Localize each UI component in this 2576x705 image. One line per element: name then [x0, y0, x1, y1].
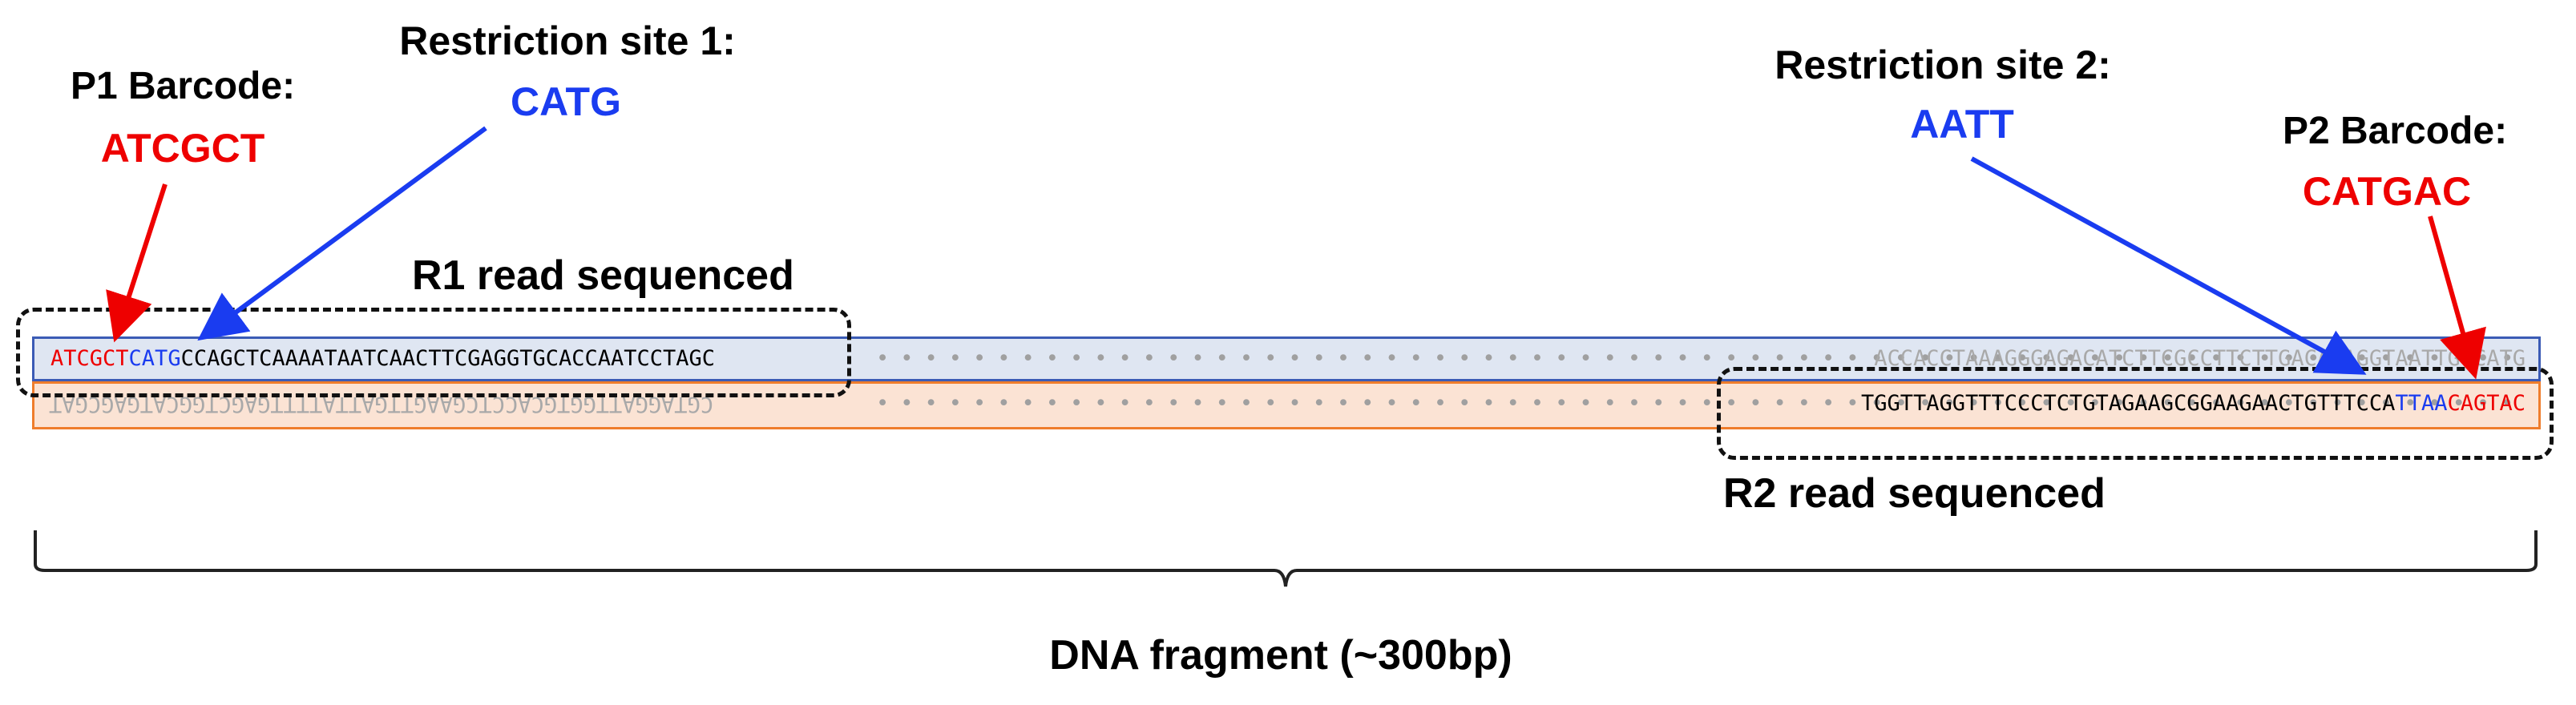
p1-barcode-sequence: ATCGCT: [100, 126, 265, 171]
top-strand: ATCGCTCATGCCAGCTCAAAATAATCAACTTCGAGGTGCA…: [32, 336, 2541, 381]
bottom-read-sequence: TGGTTAGGTTTCCCTCTGTAGAAGCGGAAGAACTGTTTCC…: [1860, 391, 2396, 416]
dna-fragment-brace: [34, 530, 2538, 587]
dna-fragment-label: DNA fragment (~300bp): [1049, 632, 1512, 679]
restriction-site-2-arrow: [1970, 156, 2367, 375]
restriction-site-1-title: Restriction site 1:: [399, 18, 736, 63]
top-strand-sequence: ATCGCTCATGCCAGCTCAAAATAATCAACTTCGAGGTGCA…: [50, 339, 715, 379]
bottom-strand-gap-dots: ••••••••••••••••••••••••••••••••••••••••…: [876, 391, 2526, 416]
restriction-site-2-title: Restriction site 2:: [1775, 42, 2111, 87]
r2-read-label: R2 read sequenced: [1723, 470, 2106, 517]
restriction-site-1-arrow: [197, 126, 487, 341]
p1-barcode-title: P1 Barcode:: [70, 65, 296, 107]
p2-barcode-title: P2 Barcode:: [2282, 110, 2508, 152]
r1-read-box: [16, 308, 851, 397]
r2-read-box: [1717, 367, 2554, 460]
top-strand-gap-dots: ••••••••••••••••••••••••••••••••••••••••…: [876, 346, 2526, 371]
restriction-site-2-sequence: AATT: [1910, 102, 2014, 147]
bottom-strand: CGTAGGATTGGTGCACCTCGAAGTTGATTATTTTGAGCTG…: [32, 381, 2541, 429]
r1-read-label: R1 read sequenced: [412, 252, 794, 299]
top-strand-tail-sequence: ACCACCTAAAGGGAGACATCTTCGCCTTCTTGACAAAGGT…: [1874, 346, 2526, 371]
restriction-site-1-sequence: CATG: [511, 79, 621, 124]
bottom-barcode-sequence: CAGTAC: [2447, 391, 2526, 416]
top-read-sequence: CCAGCTCAAAATAATCAACTTCGAGGTGCACCAATCCTAG…: [180, 346, 716, 371]
p2-barcode-sequence: CATGAC: [2302, 169, 2472, 214]
bottom-restriction-site: TTAA: [2395, 391, 2448, 416]
bottom-strand-right-sequence: TGGTTAGGTTTCCCTCTGTAGAAGCGGAAGAACTGTTTCC…: [1861, 384, 2526, 424]
top-restriction-site: CATG: [128, 346, 181, 371]
p1-barcode-arrow: [106, 183, 168, 343]
p2-barcode-arrow: [2428, 216, 2486, 380]
top-barcode-sequence: ATCGCT: [50, 346, 129, 371]
